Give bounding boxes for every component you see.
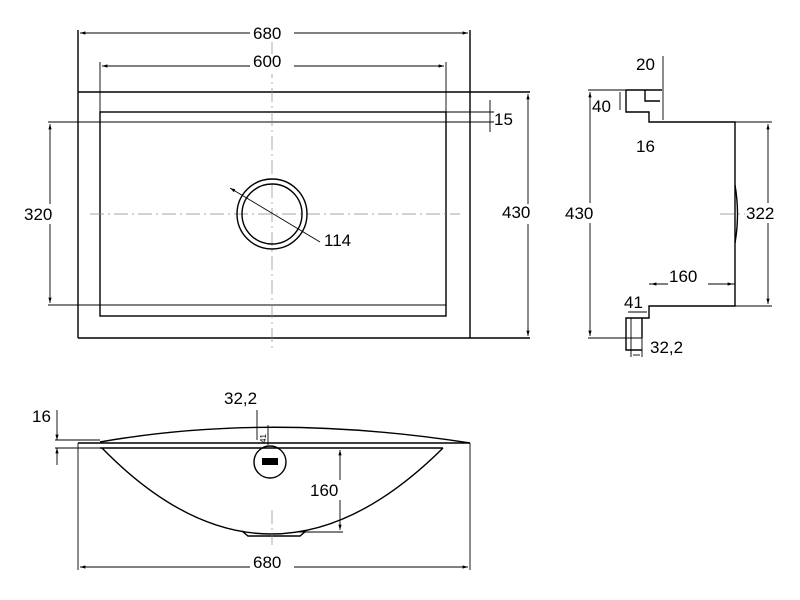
dim-41-front: 41 (259, 434, 268, 443)
dim-680-front: 680 (253, 553, 281, 572)
dim-20: 20 (636, 55, 655, 74)
dim-16: 16 (636, 137, 655, 156)
dim-430: 430 (502, 203, 530, 222)
dim-32-2-front: 32,2 (224, 389, 257, 408)
brand-logo-icon (262, 458, 278, 465)
side-view: 20 40 16 430 322 160 41 32,2 (564, 55, 783, 357)
dim-114: 114 (324, 231, 351, 250)
dim-15: 15 (494, 110, 513, 129)
front-view: 32,2 41 16 160 680 (32, 389, 471, 573)
dim-600: 600 (253, 52, 281, 71)
dim-680-top: 680 (253, 24, 281, 43)
dim-160-front: 160 (310, 481, 338, 500)
dim-40: 40 (592, 97, 611, 116)
top-view: 680 600 15 320 430 114 (22, 24, 542, 352)
dim-41: 41 (624, 293, 643, 312)
dim-322: 322 (746, 204, 774, 223)
dim-32-2-side: 32,2 (650, 338, 683, 357)
dim-160-side: 160 (669, 267, 697, 286)
dim-430-side: 430 (565, 204, 593, 223)
dim-16-front: 16 (32, 407, 51, 426)
dim-320: 320 (24, 205, 52, 224)
